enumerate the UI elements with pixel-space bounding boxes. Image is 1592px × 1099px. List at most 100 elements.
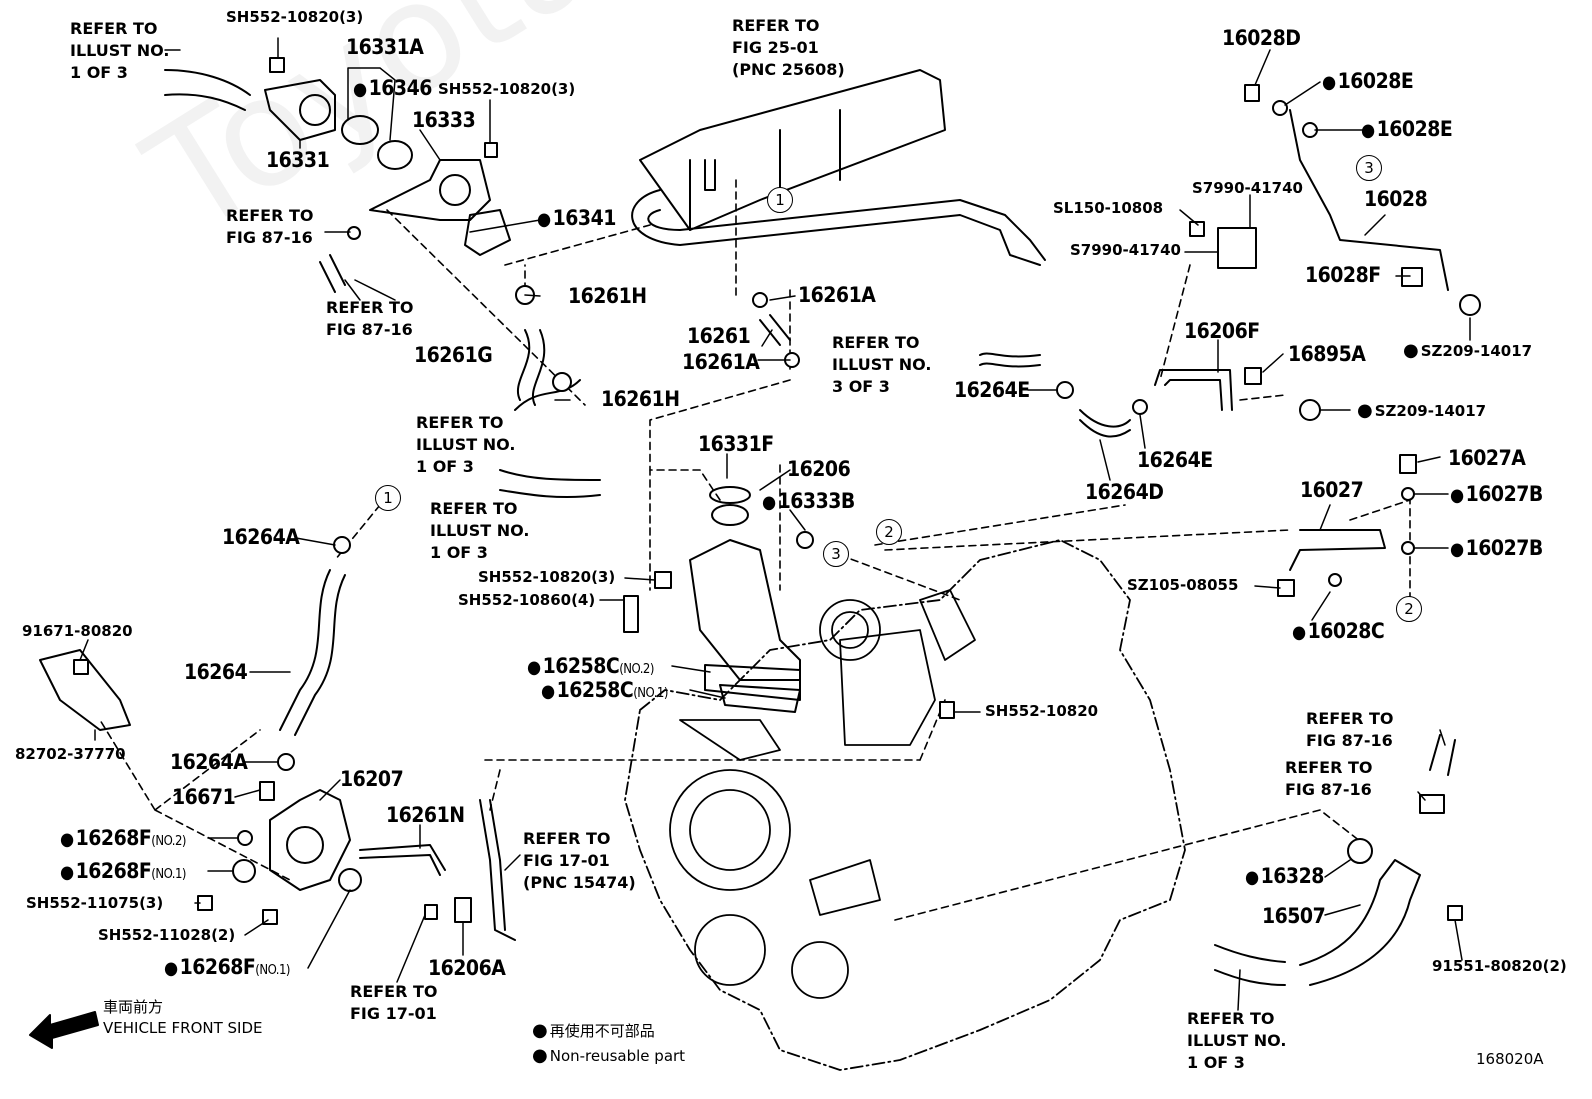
front-label-en: VEHICLE FRONT SIDE xyxy=(103,1019,263,1037)
part-label[interactable]: 16268F(NO.2) xyxy=(60,828,187,849)
part-number: 16258C xyxy=(556,678,634,702)
part-label[interactable]: 16261A xyxy=(682,350,760,374)
ref-illust-1of3-a: REFER TO ILLUST NO. 1 OF 3 xyxy=(70,19,170,82)
callout-circle: 2 xyxy=(1396,596,1422,622)
part-label[interactable]: 16333B xyxy=(762,491,856,512)
callout-circle: 3 xyxy=(823,541,849,567)
part-label[interactable]: 16027B xyxy=(1450,484,1544,505)
part-label[interactable]: 16341 xyxy=(537,208,617,229)
part-label[interactable]: 16028 xyxy=(1364,187,1428,211)
legend-jp: 再使用不可部品 xyxy=(532,1022,655,1040)
part-label[interactable]: SZ209-14017 xyxy=(1403,342,1532,360)
part-label[interactable]: 16028E xyxy=(1361,119,1453,140)
part-label[interactable]: 16258C(NO.1) xyxy=(541,678,669,702)
part-label[interactable]: 16268F(NO.1) xyxy=(164,955,291,979)
part-label[interactable]: 16207 xyxy=(340,767,404,791)
part-label[interactable]: 16264A xyxy=(170,750,248,774)
part-label[interactable]: 16264A xyxy=(222,525,300,549)
part-label[interactable]: 16206F xyxy=(1184,319,1260,343)
variant-label: (NO.1) xyxy=(255,963,290,978)
part-label[interactable]: SH552-10820 xyxy=(985,702,1099,720)
part-label[interactable]: SH552-10820(3) xyxy=(438,80,576,98)
front-arrow-icon xyxy=(29,1011,99,1049)
ref-fig-25-01: REFER TO FIG 25-01 (PNC 25608) xyxy=(732,16,845,79)
ref-fig-87-16-a: REFER TO FIG 87-16 xyxy=(226,206,314,247)
diagram-id: 168020A xyxy=(1476,1050,1544,1068)
part-label[interactable]: 16331F xyxy=(698,432,774,456)
part-label[interactable]: 82702-37770 xyxy=(15,745,126,763)
callout-circle: 1 xyxy=(375,485,401,511)
part-label[interactable]: 16507 xyxy=(1262,904,1326,928)
part-label[interactable]: 16261N xyxy=(386,803,465,827)
part-label[interactable]: 16261H xyxy=(601,387,680,411)
variant-label: (NO.1) xyxy=(151,867,186,882)
part-label[interactable]: SH552-10820(3) xyxy=(478,568,616,586)
part-label[interactable]: 16261G xyxy=(414,343,493,367)
variant-label: (NO.1) xyxy=(633,686,668,701)
part-label[interactable]: 16258C(NO.2) xyxy=(527,654,655,678)
variant-label: (NO.2) xyxy=(151,834,186,849)
part-label[interactable]: 16264E xyxy=(954,378,1030,402)
part-label[interactable]: 16346 xyxy=(353,78,433,99)
part-number: 16268F xyxy=(179,955,256,979)
part-label[interactable]: 16268F(NO.1) xyxy=(60,859,187,883)
part-label[interactable]: 16261 xyxy=(687,324,751,348)
part-label[interactable]: SH552-10860(4) xyxy=(458,591,596,609)
ref-illust-1of3-b: REFER TO ILLUST NO. 1 OF 3 xyxy=(416,413,516,476)
part-label[interactable]: 16206A xyxy=(428,956,506,980)
part-label[interactable]: 16331A xyxy=(346,35,424,59)
part-label[interactable]: SZ105-08055 xyxy=(1127,576,1239,594)
part-label[interactable]: 16328 xyxy=(1245,866,1325,887)
front-label-jp: 車両前方 xyxy=(103,998,164,1016)
part-label[interactable]: 16027A xyxy=(1448,446,1526,470)
ref-fig-87-16-d: REFER TO FIG 87-16 xyxy=(1285,758,1373,799)
ref-illust-3of3: REFER TO ILLUST NO. 3 OF 3 xyxy=(832,333,932,396)
part-label[interactable]: 16027 xyxy=(1300,478,1364,502)
part-label[interactable]: S7990-41740 xyxy=(1070,241,1181,259)
thermostat-housing xyxy=(164,69,511,256)
part-label[interactable]: 16264 xyxy=(184,660,248,684)
part-label[interactable]: 16261A xyxy=(798,283,876,307)
ref-illust-1of3-d: REFER TO ILLUST NO. 1 OF 3 xyxy=(1187,1009,1287,1072)
part-label[interactable]: S7990-41740 xyxy=(1192,179,1303,197)
ref-fig-17-01-pnc: REFER TO FIG 17-01 (PNC 15474) xyxy=(523,829,636,892)
part-label[interactable]: 16261H xyxy=(568,284,647,308)
part-label[interactable]: 16333 xyxy=(412,108,476,132)
part-label[interactable]: 16028D xyxy=(1222,26,1301,50)
dashed-leaders xyxy=(99,179,1411,921)
part-label[interactable]: 16028E xyxy=(1322,71,1414,92)
part-label[interactable]: 16264D xyxy=(1085,480,1164,504)
ref-illust-1of3-c: REFER TO ILLUST NO. 1 OF 3 xyxy=(430,499,530,562)
part-label[interactable]: SH552-11028(2) xyxy=(98,926,236,944)
ref-fig-87-16-c: REFER TO FIG 87-16 xyxy=(1306,709,1394,750)
part-label[interactable]: 16206 xyxy=(787,457,851,481)
ref-fig-17-01: REFER TO FIG 17-01 xyxy=(350,982,438,1023)
ref-fig-87-16-b: REFER TO FIG 87-16 xyxy=(326,298,414,339)
part-label[interactable]: 16028C xyxy=(1292,621,1385,642)
part-label[interactable]: 16331 xyxy=(266,148,330,172)
part-label[interactable]: 16027B xyxy=(1450,538,1544,559)
part-label[interactable]: SL150-10808 xyxy=(1053,199,1164,217)
part-label[interactable]: 91551-80820(2) xyxy=(1432,957,1567,975)
part-label[interactable]: 16264E xyxy=(1137,448,1213,472)
part-label[interactable]: SZ209-14017 xyxy=(1357,402,1486,420)
part-label[interactable]: 16671 xyxy=(172,785,236,809)
part-label[interactable]: 91671-80820 xyxy=(22,622,133,640)
fasteners xyxy=(73,57,1481,925)
part-label[interactable]: SH552-10820(3) xyxy=(226,8,364,26)
part-label[interactable]: 16028F xyxy=(1305,263,1381,287)
part-label[interactable]: SH552-11075(3) xyxy=(26,894,164,912)
callout-circle: 2 xyxy=(876,519,902,545)
engine-block xyxy=(624,539,1186,1071)
leader-lines xyxy=(79,37,1471,1011)
part-label[interactable]: 16895A xyxy=(1288,342,1366,366)
water-outlet xyxy=(39,486,801,891)
egr-cooler-pipe xyxy=(631,69,1046,266)
part-number: 16258C xyxy=(542,654,620,678)
legend-en: Non-reusable part xyxy=(532,1047,685,1065)
part-number: 16268F xyxy=(75,859,152,883)
variant-label: (NO.2) xyxy=(619,662,654,677)
callout-circle: 3 xyxy=(1356,155,1382,181)
